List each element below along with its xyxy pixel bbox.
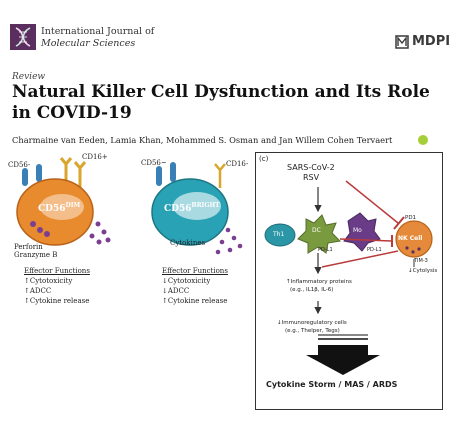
cd56-bright-effector-functions: Effector Functions ↓Cytotoxicity ↓ADCC ↑… — [162, 266, 228, 306]
inflammatory-label-2: (e.g., IL1β, IL-6) — [290, 287, 334, 293]
journal-name-line2: Molecular Sciences — [41, 38, 136, 49]
effector-functions-title: Effector Functions — [24, 267, 90, 275]
article-title-line1: Natural Killer Cell Dysfunction and Its … — [12, 82, 430, 102]
cd56-dim-label: CD56DIM — [38, 202, 81, 214]
cd56-receptor-icon — [36, 164, 42, 182]
cd56-dim-effector-functions: Effector Functions ↑Cytotoxicity ↑ADCC ↑… — [24, 266, 90, 306]
pdl1-label-dc: PD-L1 — [318, 247, 333, 253]
dc-label: DC — [312, 227, 321, 234]
function-item: ↑Cytotoxicity — [24, 277, 73, 285]
cd56-bright-cell — [151, 162, 229, 246]
article-type: Review — [12, 72, 46, 82]
function-item: ↑ADCC — [24, 287, 52, 295]
outcome-arrow-icon — [306, 345, 380, 375]
publisher-name: MDPI — [412, 34, 450, 49]
inflammatory-label-1: ↑Inflammatory proteins — [286, 279, 352, 285]
outcome-label: Cytokine Storm / MAS / ARDS — [266, 380, 398, 389]
author-list: Charmaine van Eeden, Lamia Khan, Mohamme… — [12, 135, 393, 145]
dna-helix-icon — [15, 27, 31, 47]
panel-label: (c) — [259, 155, 269, 163]
mo-label: Mo — [353, 227, 362, 234]
mdpi-mark-icon — [395, 34, 409, 49]
th1-label: Th1 — [273, 231, 285, 238]
article-title-line2: in COVID-19 — [12, 103, 132, 123]
function-item: ↓Cytotoxicity — [162, 277, 211, 285]
cd56-dim-marker-right: CD16+ — [82, 153, 108, 161]
cd56-bright-marker-left: CD56~ — [141, 159, 167, 167]
function-item: ↑Cytokine release — [162, 297, 228, 305]
tim3-label: TIM-3 — [414, 258, 428, 264]
granzyme-label: Granzyme B — [14, 251, 58, 259]
perforin-granules — [89, 221, 111, 245]
th1-cell-icon — [264, 223, 296, 247]
journal-name-line1: International Journal of — [41, 26, 155, 37]
orcid-icon[interactable] — [418, 135, 428, 145]
cd56-dim-cell — [16, 157, 94, 246]
cytolysis-label: ↓Cytolysis — [408, 268, 438, 274]
function-item: ↓ADCC — [162, 287, 190, 295]
nk-cell-label: NK Cell — [398, 235, 423, 242]
virus-label-1: SARS-CoV-2 — [287, 163, 335, 172]
journal-logo — [10, 24, 36, 50]
mdpi-logo: MDPI — [395, 34, 450, 49]
pd1-label: PD1 — [405, 215, 417, 221]
cytokine-granules — [215, 227, 243, 255]
effector-functions-title: Effector Functions — [162, 267, 228, 275]
cytokines-label: Cytokines — [170, 239, 206, 247]
cd56-dim-marker-left: CD56- — [8, 161, 31, 169]
immunoregulatory-label-2: (e.g., Thelper, Tegs) — [285, 328, 340, 334]
immunoregulatory-label-1: ↓Immunoregulatory cells — [277, 320, 347, 326]
cd56-bright-label: CD56BRIGHT — [164, 202, 220, 214]
panel-c-diagram — [264, 180, 433, 375]
nk-cell-icon — [395, 220, 433, 258]
monocyte-icon — [343, 212, 381, 252]
nk-subsets-figure — [16, 157, 243, 255]
cd16-receptor-icon — [73, 161, 87, 188]
cd56-bright-marker-right: CD16- — [226, 160, 249, 168]
virus-label-2: RSV — [303, 173, 320, 182]
cd56-receptor-icon — [22, 168, 28, 186]
pdl1-label-mo: PD-L1 — [367, 247, 382, 253]
function-item: ↑Cytokine release — [24, 297, 90, 305]
perforin-label: Perforin — [14, 243, 43, 251]
dendritic-cell-icon — [297, 214, 342, 254]
